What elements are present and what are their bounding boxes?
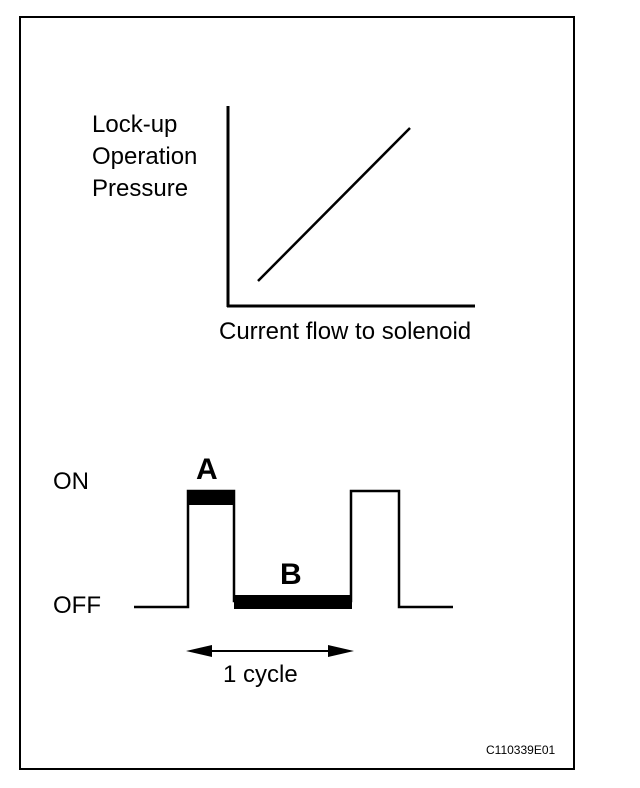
figure-frame <box>19 16 575 770</box>
y-axis-label-line-3: Pressure <box>92 175 189 202</box>
cycle-arrow-left-head <box>186 645 212 657</box>
off-level-label: OFF <box>53 592 101 619</box>
on-level-label: ON <box>53 468 89 495</box>
y-axis-label-line-2: Operation <box>92 143 198 170</box>
segment-b-bar <box>234 595 352 609</box>
pressure-current-line <box>257 127 411 282</box>
figure-code: C110339E01 <box>486 743 556 757</box>
y-axis-label-line-1: Lock-up <box>92 111 178 138</box>
segment-a-label: A <box>196 453 218 486</box>
segment-a-bar <box>188 491 235 505</box>
cycle-label: 1 cycle <box>223 661 298 688</box>
cycle-arrow-right-head <box>328 645 354 657</box>
x-axis-label: Current flow to solenoid <box>219 318 472 345</box>
segment-b-label: B <box>280 558 302 591</box>
